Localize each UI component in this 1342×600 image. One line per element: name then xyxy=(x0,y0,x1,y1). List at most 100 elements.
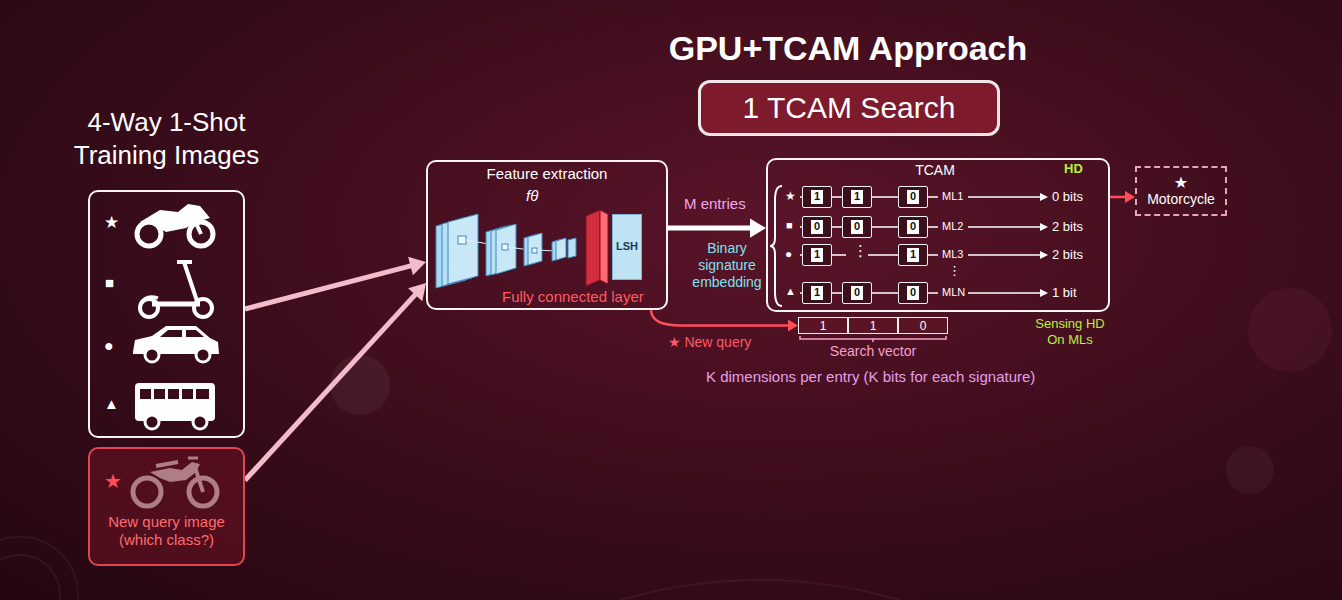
connector xyxy=(651,310,798,332)
search-bit: 1 xyxy=(820,320,827,332)
stored-bit: 0 xyxy=(907,220,919,234)
bus-icon-part xyxy=(168,389,179,399)
tcam-wiring-part xyxy=(1040,223,1048,231)
tcam-cell: 1 xyxy=(842,186,872,208)
neural-network-drawing-part xyxy=(528,233,542,265)
edge-label: ★ New query xyxy=(668,334,751,351)
connector xyxy=(668,219,766,238)
tcam-wiring xyxy=(770,186,1048,306)
neural-network-drawing-part xyxy=(502,244,508,250)
neural-network-drawing xyxy=(436,210,608,288)
tcam-cell: 1 xyxy=(802,186,832,208)
tcam-cell: 0 xyxy=(898,216,928,238)
car-icon-part xyxy=(145,348,159,362)
tcam-cell: 1 xyxy=(802,282,832,304)
tcam-cell: 0 xyxy=(842,282,872,304)
stored-bit: 1 xyxy=(811,190,823,204)
neural-network-drawing-part xyxy=(568,238,576,258)
arrow-head xyxy=(750,219,766,238)
background-decor-part xyxy=(1248,288,1332,372)
tcam-wiring-part xyxy=(1040,289,1048,297)
diagram-title: GPU+TCAM Approach xyxy=(598,28,1098,69)
tcam-cell: 0 xyxy=(842,216,872,238)
tcam-wiring-part xyxy=(1040,193,1048,201)
tcam-wiring-part xyxy=(968,254,1041,256)
lsh-block: LSH xyxy=(612,214,642,280)
row-symbol: ● xyxy=(785,247,792,261)
bus-icon-part xyxy=(145,415,159,429)
class-name: Motorcycle xyxy=(1147,191,1215,208)
scooter-icon-part xyxy=(152,302,200,307)
stored-bit: 0 xyxy=(907,190,919,204)
class-symbol: ● xyxy=(104,336,114,355)
arrow-head xyxy=(788,320,798,332)
scooter-icon-part xyxy=(177,260,192,264)
scooter-icon-part xyxy=(140,297,158,304)
tcam-wiring-part xyxy=(1040,251,1048,259)
result-box: ★Motorcycle xyxy=(1135,166,1227,216)
bus-icon xyxy=(135,383,215,429)
neural-network-drawing-part xyxy=(556,238,566,260)
car-icon-part xyxy=(186,330,204,337)
neural-network-drawing-part xyxy=(496,224,516,274)
bus-icon-part xyxy=(154,389,165,399)
tcam-cell: 1 xyxy=(898,244,928,266)
motorcycle-icon-part xyxy=(190,210,201,234)
panel-heading: 4-Way 1-Shot Training Images xyxy=(48,106,285,171)
class-symbol: ★ xyxy=(104,213,119,233)
match-line-name: MLN xyxy=(942,286,965,299)
search-bit: 1 xyxy=(870,320,877,332)
distance-value: 2 bits xyxy=(1052,219,1083,235)
search-bit-cell: 1 xyxy=(798,317,848,334)
tcam-cell: 0 xyxy=(802,216,832,238)
dimension-note: K dimensions per entry (K bits for each … xyxy=(706,368,1035,386)
search-bit-cell: 0 xyxy=(898,317,948,334)
connector-line xyxy=(651,310,790,326)
tcam-cell: 0 xyxy=(898,282,928,304)
query-image-panel: ★ New query image (which class?) xyxy=(88,447,245,566)
scooter-icon-part xyxy=(184,262,198,304)
class-symbol: ★ xyxy=(104,469,122,493)
vector-caption: Search vector xyxy=(798,343,948,360)
motorcycle-icon xyxy=(137,204,213,246)
ellipsis-mark: ⋮ xyxy=(853,243,868,258)
search-vector-bracket-part xyxy=(800,336,946,339)
background-decor-part xyxy=(330,355,390,415)
arrow-head xyxy=(408,283,426,301)
function-symbol: fθ xyxy=(526,187,538,205)
arrow-head xyxy=(1125,191,1135,203)
block-label: LSH xyxy=(616,240,638,253)
background-decor-part xyxy=(1226,446,1274,494)
distance-value: 1 bit xyxy=(1052,285,1077,301)
stored-bit: 0 xyxy=(811,220,823,234)
tcam-cell: 0 xyxy=(898,186,928,208)
sensing-note: Sensing HD On MLs xyxy=(1028,316,1112,347)
query-caption: New query image (which class?) xyxy=(92,513,241,549)
connector-line xyxy=(245,265,414,309)
bus-icon-part xyxy=(196,389,209,399)
tcam-wiring-part xyxy=(968,196,1041,198)
stored-bit: 1 xyxy=(851,190,863,204)
connector xyxy=(1110,191,1135,203)
match-line-name: ML2 xyxy=(942,220,963,233)
stored-bit: 1 xyxy=(811,248,823,262)
row-symbol: ▲ xyxy=(785,285,796,298)
tcam-cell: 1 xyxy=(802,244,832,266)
search-vector: Search vector110 xyxy=(798,317,948,334)
background-decor-part xyxy=(620,580,900,600)
search-vector-bracket-part xyxy=(872,339,874,342)
match-line-name: ML1 xyxy=(942,190,963,203)
neural-network-drawing-part xyxy=(458,236,466,244)
connector-line xyxy=(1110,196,1127,199)
row-symbol: ■ xyxy=(786,219,793,232)
background-decor-part xyxy=(0,537,78,600)
class-symbol: ▲ xyxy=(104,395,119,413)
car-icon xyxy=(133,326,219,362)
tcam-wiring-part xyxy=(968,226,1041,228)
distance-value: 0 bits xyxy=(1052,189,1083,205)
stored-bit: 0 xyxy=(851,220,863,234)
bus-icon-part xyxy=(140,389,151,399)
background-decor xyxy=(0,288,1332,600)
column-heading: HD xyxy=(1064,161,1083,177)
